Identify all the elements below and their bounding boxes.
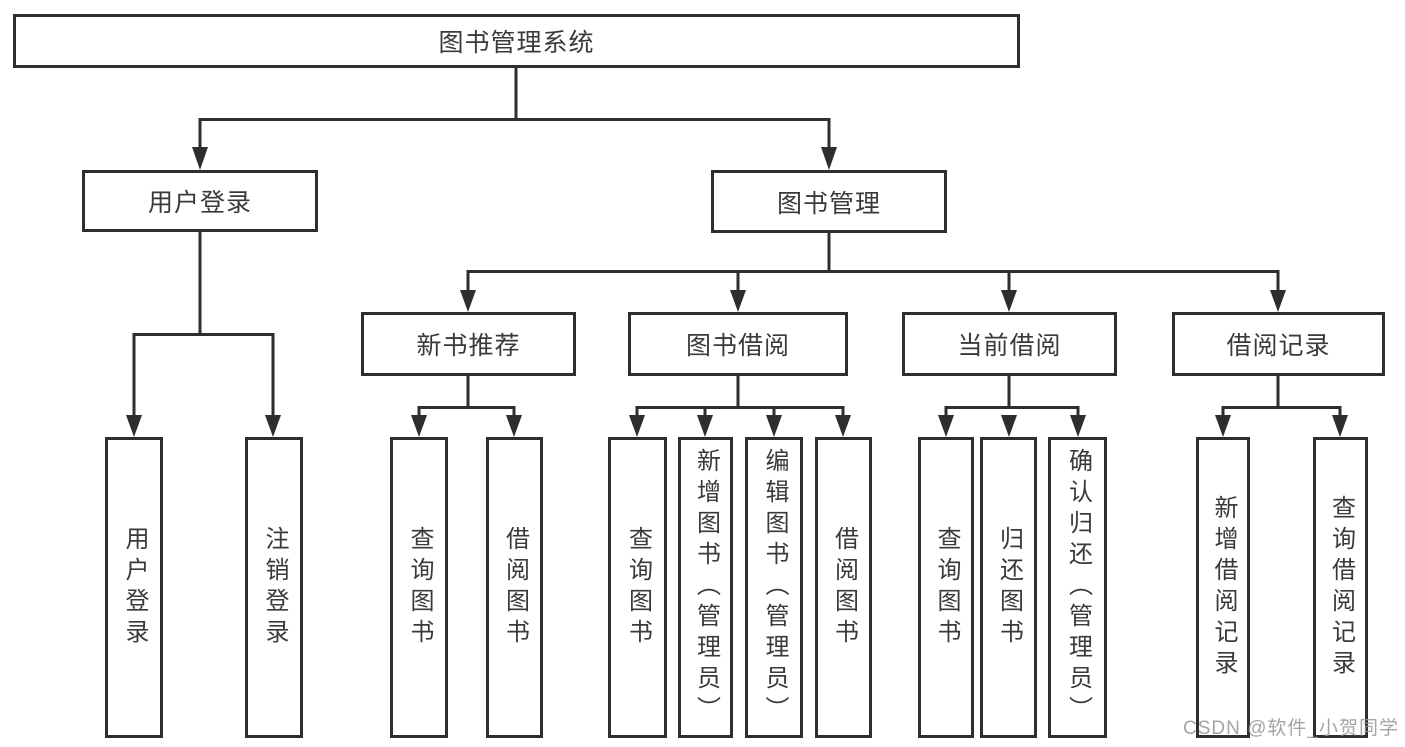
leaf-borrow-books-recommend: 借阅图书 (486, 437, 543, 738)
leaf-edit-books-admin: 编辑图书（管理员） (745, 437, 803, 738)
node-book-management: 图书管理 (711, 170, 947, 233)
watermark: CSDN @软件_小贺同学 (1183, 718, 1399, 739)
leaf-confirm-return-admin: 确认归还（管理员） (1048, 437, 1107, 738)
leaf-query-books-borrow: 查询图书 (608, 437, 667, 738)
leaf-add-books-admin: 新增图书（管理员） (678, 437, 733, 738)
node-root-system: 图书管理系统 (13, 14, 1020, 68)
leaf-return-books: 归还图书 (980, 437, 1037, 738)
node-borrow-records: 借阅记录 (1172, 312, 1385, 376)
leaf-add-borrow-record: 新增借阅记录 (1196, 437, 1250, 738)
leaf-logout: 注销登录 (245, 437, 303, 738)
leaf-query-borrow-record: 查询借阅记录 (1313, 437, 1368, 738)
leaf-borrow-books: 借阅图书 (815, 437, 872, 738)
node-book-borrow: 图书借阅 (628, 312, 848, 376)
node-new-book-recommend: 新书推荐 (361, 312, 576, 376)
leaf-query-books-current: 查询图书 (918, 437, 974, 738)
node-current-borrow: 当前借阅 (902, 312, 1117, 376)
leaf-query-books-recommend: 查询图书 (390, 437, 448, 738)
leaf-user-login: 用户登录 (105, 437, 163, 738)
node-user-login: 用户登录 (82, 170, 318, 232)
